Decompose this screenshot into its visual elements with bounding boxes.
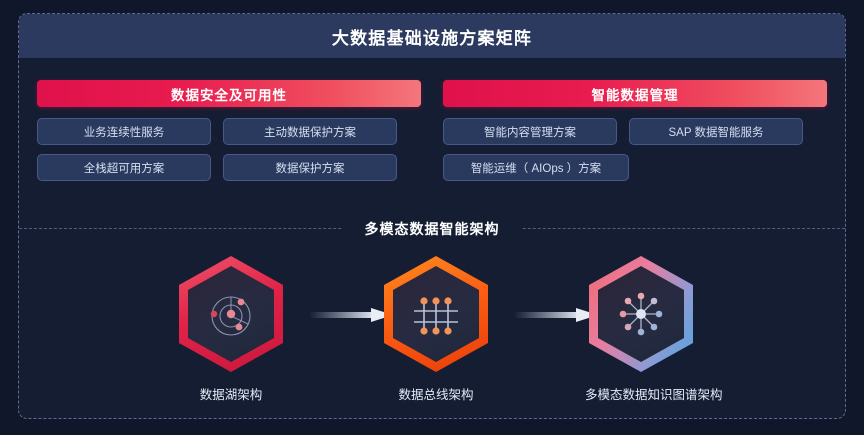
hexagon-data-lake <box>179 256 283 372</box>
chip-list-data-security: 业务连续性服务 主动数据保护方案 全栈超可用方案 数据保护方案 <box>37 118 421 181</box>
hexagon-knowledge-graph <box>589 256 693 372</box>
chip-data-protection[interactable]: 数据保护方案 <box>223 154 397 181</box>
column-header-data-security: 数据安全及可用性 <box>37 80 421 107</box>
flow-node-data-lake[interactable]: 数据湖架构 <box>175 256 287 403</box>
column-header-intelligent-data-management: 智能数据管理 <box>443 80 827 107</box>
matrix-column-intelligent-data-management: 智能数据管理 智能内容管理方案 SAP 数据智能服务 智能运维（ AIOps ）… <box>443 80 827 228</box>
orbit-icon <box>210 296 251 336</box>
chip-full-stack-high-availability[interactable]: 全栈超可用方案 <box>37 154 211 181</box>
chip-business-continuity[interactable]: 业务连续性服务 <box>37 118 211 145</box>
page-title: 大数据基础设施方案矩阵 <box>331 28 533 48</box>
knowledge-graph-icon <box>619 292 663 336</box>
data-bus-grid-icon <box>414 297 458 335</box>
arrow-right-icon-1 <box>309 308 393 322</box>
flow-node-label-data-bus: 数据总线架构 <box>398 388 474 402</box>
architecture-flow: 数据湖架构 <box>19 244 845 418</box>
solution-matrix-panel: 大数据基础设施方案矩阵 数据安全及可用性 业务连续性服务 主动数据保护方案 全栈… <box>18 13 846 419</box>
flow-node-knowledge-graph[interactable]: 多模态数据知识图谱架构 <box>585 256 723 403</box>
chip-list-intelligent-data-management: 智能内容管理方案 SAP 数据智能服务 智能运维（ AIOps ）方案 <box>443 118 827 181</box>
panel-title-band: 大数据基础设施方案矩阵 <box>19 14 845 58</box>
flow-node-label-data-lake: 数据湖架构 <box>199 388 263 402</box>
chip-sap-data-intelligence[interactable]: SAP 数据智能服务 <box>629 118 803 145</box>
arrow-right-icon-2 <box>514 308 598 322</box>
chip-active-data-protection[interactable]: 主动数据保护方案 <box>223 118 397 145</box>
flow-node-label-knowledge-graph: 多模态数据知识图谱架构 <box>585 388 723 402</box>
matrix-columns: 数据安全及可用性 业务连续性服务 主动数据保护方案 全栈超可用方案 数据保护方案… <box>19 58 845 228</box>
matrix-column-data-security: 数据安全及可用性 业务连续性服务 主动数据保护方案 全栈超可用方案 数据保护方案 <box>37 80 421 228</box>
hexagon-data-bus <box>384 256 488 372</box>
chip-intelligent-content-management[interactable]: 智能内容管理方案 <box>443 118 617 145</box>
flow-node-data-bus[interactable]: 数据总线架构 <box>380 256 492 403</box>
chip-aiops[interactable]: 智能运维（ AIOps ）方案 <box>443 154 629 181</box>
architecture-section-title: 多模态数据智能架构 <box>342 216 522 242</box>
